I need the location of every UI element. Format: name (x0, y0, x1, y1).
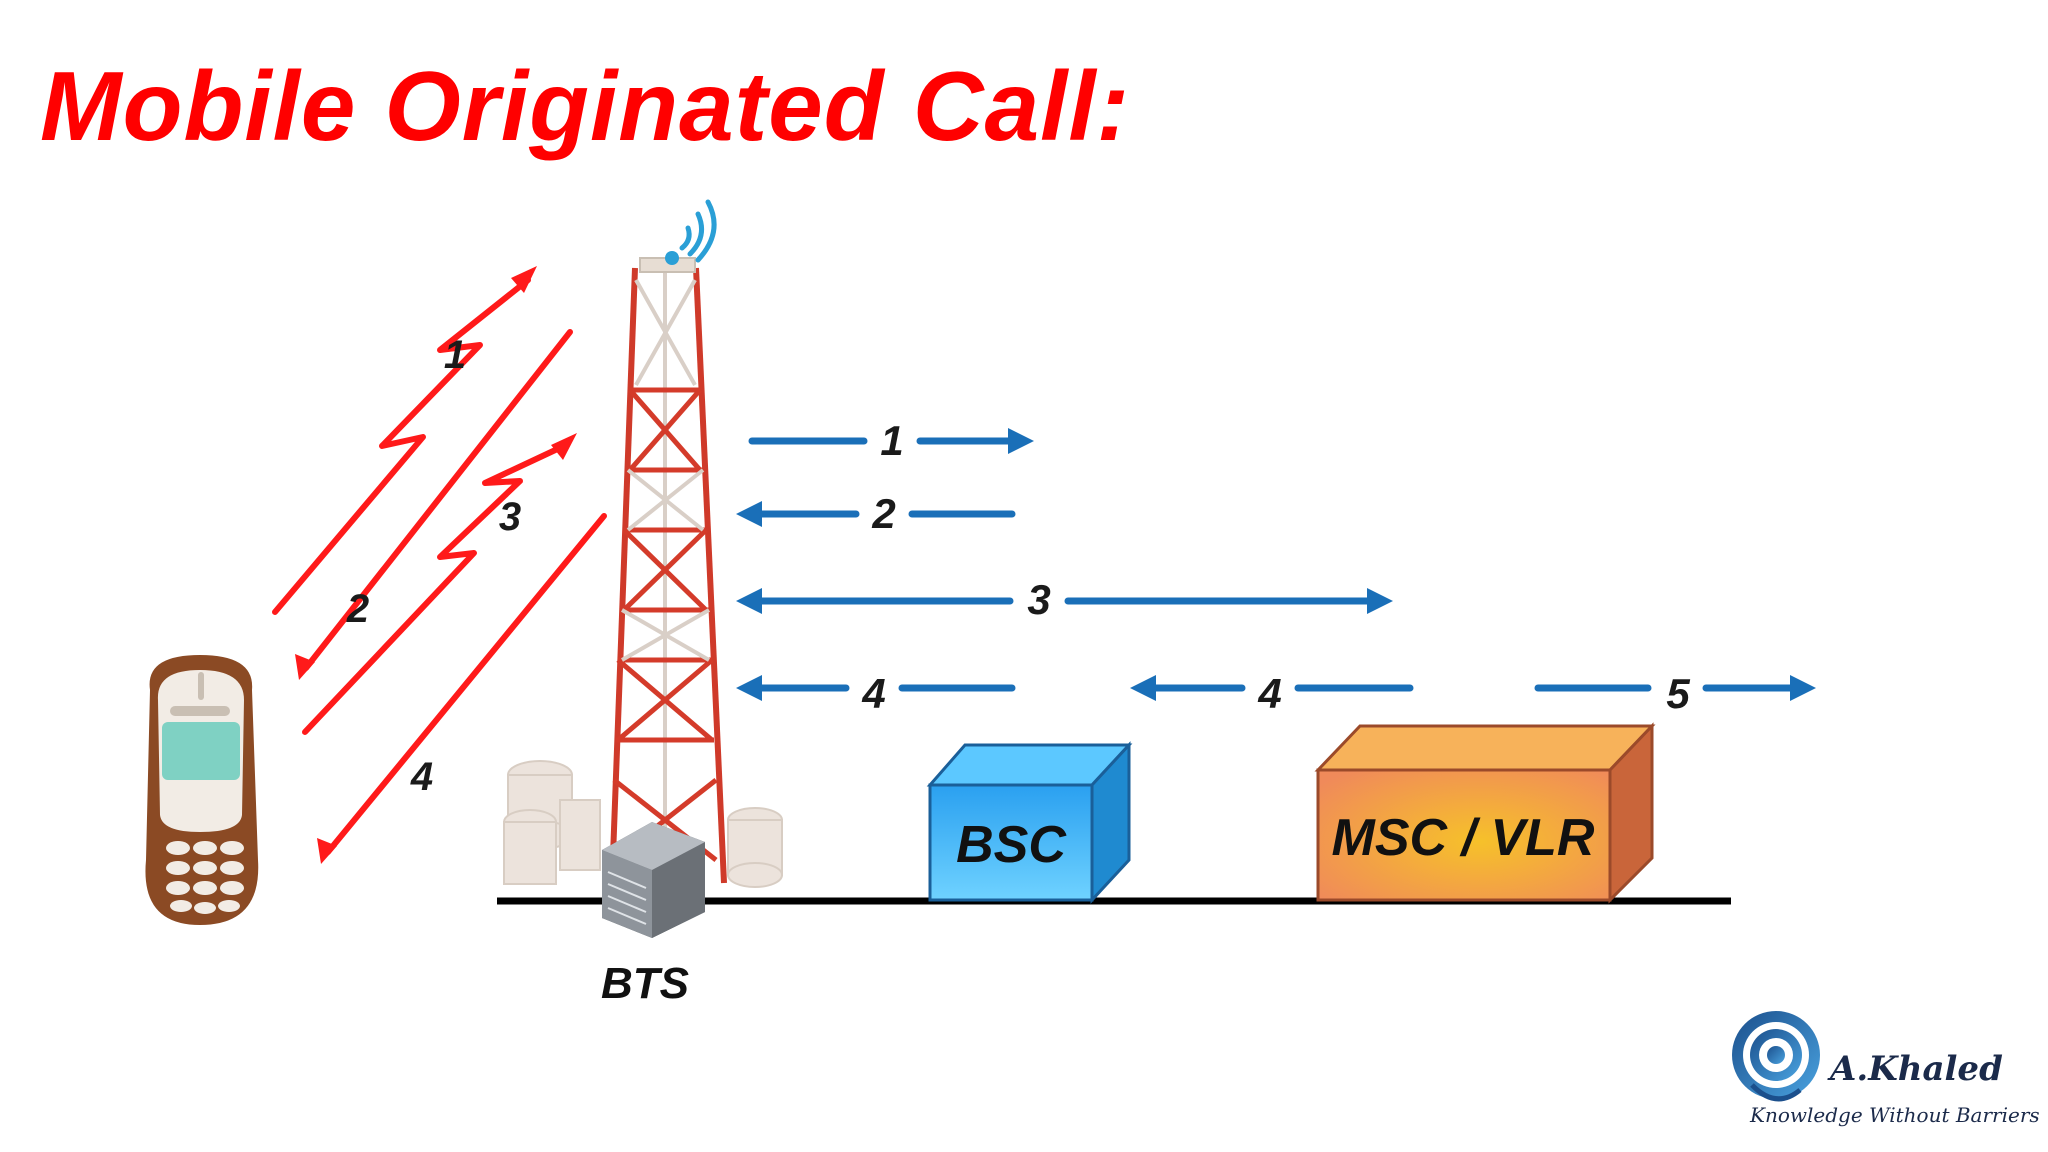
radio-label-4: 4 (410, 755, 433, 799)
bsc-label: BSC (956, 816, 1067, 874)
slide-title: Mobile Originated Call: (40, 51, 1131, 161)
wired-arrow-4b (1130, 675, 1414, 701)
wired-label-3: 3 (1027, 576, 1050, 623)
bts-label: BTS (601, 959, 689, 1008)
wired-arrow-3 (736, 588, 1393, 614)
wired-label-1: 1 (880, 417, 903, 464)
radio-arrow-1 (272, 266, 537, 615)
wired-label-4a: 4 (861, 670, 885, 717)
msc-vlr-node: MSC / VLR (1314, 722, 1656, 904)
wired-arrow-2 (736, 501, 1016, 527)
logo-tagline: Knowledge Without Barriers (1749, 1103, 2040, 1127)
bts-tower-icon (503, 199, 783, 938)
mobile-phone-icon (145, 655, 259, 925)
a-khaled-logo: A.Khaled Knowledge Without Barriers (1732, 1011, 2040, 1127)
radio-arrow-4 (317, 513, 607, 864)
bsc-node: BSC (926, 741, 1133, 904)
msc-vlr-label: MSC / VLR (1332, 809, 1595, 867)
radio-arrow-3 (302, 433, 577, 735)
radio-signals (272, 266, 607, 864)
logo-name: A.Khaled (1827, 1049, 2003, 1089)
wired-signals (736, 428, 1816, 701)
wired-arrow-1 (748, 428, 1034, 454)
wired-label-2: 2 (871, 490, 895, 537)
wired-label-5: 5 (1666, 670, 1690, 717)
radio-label-2: 2 (346, 587, 369, 631)
bts-cabinet (602, 822, 705, 938)
wired-label-4b: 4 (1257, 670, 1281, 717)
radio-label-1: 1 (444, 333, 466, 377)
wired-arrow-5 (1534, 675, 1816, 701)
wired-arrow-4a (736, 675, 1016, 701)
radio-arrow-2 (295, 329, 573, 680)
radio-label-3: 3 (499, 495, 521, 539)
